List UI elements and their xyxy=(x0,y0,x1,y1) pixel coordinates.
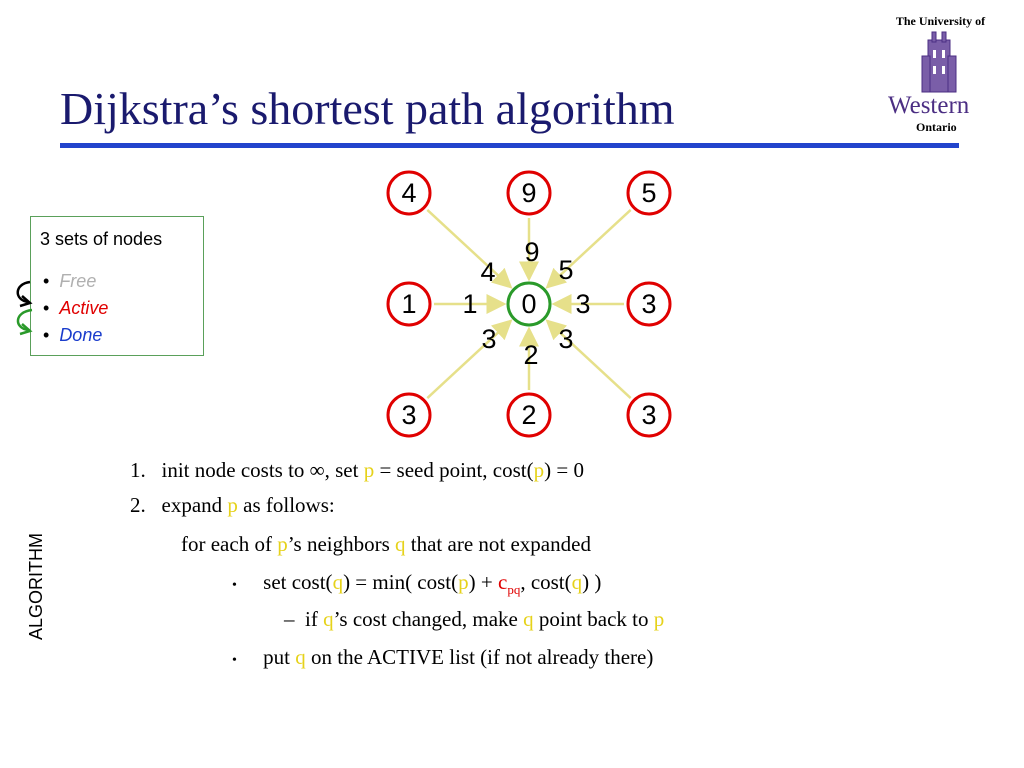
edge-cost-bottom-left: 3 xyxy=(481,324,496,354)
step-text: ’s cost changed, make xyxy=(333,607,524,631)
set-item-active: • Active xyxy=(43,298,108,319)
logo-region: Ontario xyxy=(916,120,957,134)
var-q: q xyxy=(323,607,334,631)
active-to-done-arrow-icon xyxy=(16,308,33,332)
step-text: expand xyxy=(161,493,228,517)
node-center-circle xyxy=(506,281,552,327)
set-item-free: • Free xyxy=(43,271,96,292)
node-bottom-circle xyxy=(506,392,552,438)
step-1: 1. init node costs to ∞, set p = seed po… xyxy=(130,458,584,483)
step-text: ) ) xyxy=(582,570,602,594)
step-number: 2. xyxy=(130,493,146,517)
logo-name: Western xyxy=(888,92,970,119)
free-to-active-arrow-icon xyxy=(16,280,31,304)
set-item-done: • Done xyxy=(43,325,102,346)
step-text: init node costs to ∞, set xyxy=(161,458,364,482)
edge-cost-top-right: 5 xyxy=(558,255,573,285)
step-text: for each of xyxy=(181,532,278,556)
var-q: q xyxy=(523,607,534,631)
node-bottom-right-circle xyxy=(626,392,672,438)
set-label-active: Active xyxy=(59,298,109,318)
node-top-right-value: 5 xyxy=(641,178,656,208)
node-left-value: 1 xyxy=(401,289,416,319)
var-p: p xyxy=(277,532,288,556)
node-top-right-circle xyxy=(626,170,672,216)
edge-bottom-left xyxy=(426,319,513,399)
bullet-icon: • xyxy=(43,325,50,345)
var-q: q xyxy=(332,570,344,594)
step-put-active: • put q on the ACTIVE list (if not alrea… xyxy=(232,645,653,670)
node-top-value: 9 xyxy=(521,178,536,208)
slide-title: Dijkstra’s shortest path algorithm xyxy=(60,83,675,134)
var-p: p xyxy=(363,458,375,482)
bullet-icon: • xyxy=(232,653,237,668)
node-center-value: 0 xyxy=(521,289,536,319)
step-set-cost: • set cost(q) = min( cost(p) + cpq, cost… xyxy=(232,570,601,598)
node-right-value: 3 xyxy=(641,289,656,319)
var-p: p xyxy=(227,493,238,517)
node-bottom-left-value: 3 xyxy=(401,400,416,430)
step-text: ) = 0 xyxy=(544,458,584,482)
node-bottom-left-circle xyxy=(386,392,432,438)
var-q: q xyxy=(295,645,306,669)
var-p: p xyxy=(653,607,665,631)
step-text: set cost( xyxy=(263,570,333,594)
step-text: point back to xyxy=(533,607,654,631)
step-text: that are not expanded xyxy=(405,532,591,556)
edge-cost-top-left: 4 xyxy=(480,257,495,287)
edge-cost-left: 1 xyxy=(462,289,477,319)
node-sets-heading: 3 sets of nodes xyxy=(40,229,163,249)
node-top-circle xyxy=(506,170,552,216)
step-text: ’s neighbors xyxy=(287,532,396,556)
node-right-circle xyxy=(626,281,672,327)
node-bottom-right-value: 3 xyxy=(641,400,656,430)
step-number: 1. xyxy=(130,458,146,482)
step-if-changed: – if q’s cost changed, make q point back… xyxy=(284,607,664,632)
edge-bottom-right xyxy=(545,319,632,399)
edge-cost-bottom-right: 3 xyxy=(558,324,573,354)
set-label-done: Done xyxy=(59,325,103,345)
node-top-left-value: 4 xyxy=(401,178,416,208)
node-bottom-value: 2 xyxy=(521,400,536,430)
var-c: c xyxy=(497,570,508,594)
set-label-free: Free xyxy=(59,271,97,291)
edge-top-right xyxy=(545,209,632,289)
bullet-icon: • xyxy=(232,578,237,593)
node-left-circle xyxy=(386,281,432,327)
node-sets-box: 3 sets of nodes • Free • Active • Done xyxy=(30,216,204,356)
dash-icon: – xyxy=(284,607,295,631)
bullet-icon: • xyxy=(43,271,50,291)
transition-arrows xyxy=(16,280,33,336)
edge-cost-bottom: 2 xyxy=(523,340,538,370)
step-text: if xyxy=(305,607,324,631)
var-c-subscript: pq xyxy=(507,582,521,598)
step-text: , cost( xyxy=(520,570,572,594)
edge-cost-top: 9 xyxy=(524,237,539,267)
tower-icon xyxy=(921,31,957,93)
var-p: p xyxy=(533,458,545,482)
university-logo: The University of Western Ontario xyxy=(878,12,1008,137)
logo-top-text: The University of xyxy=(895,14,986,28)
bullet-icon: • xyxy=(43,298,50,318)
step-2: 2. expand p as follows: xyxy=(130,493,335,518)
step-loop: for each of p’s neighbors q that are not… xyxy=(181,532,591,557)
var-q: q xyxy=(571,570,583,594)
step-text: = seed point, cost( xyxy=(374,458,534,482)
step-text: put xyxy=(263,645,296,669)
title-underline xyxy=(60,143,959,148)
edge-top-left xyxy=(426,209,513,289)
var-p: p xyxy=(458,570,469,594)
step-text: ) = min( cost( xyxy=(343,570,459,594)
node-top-left-circle xyxy=(386,170,432,216)
step-text: as follows: xyxy=(237,493,335,517)
var-q: q xyxy=(395,532,406,556)
step-text: on the ACTIVE list (if not already there… xyxy=(305,645,654,669)
step-text: ) + xyxy=(468,570,498,594)
edge-cost-right: 3 xyxy=(575,289,590,319)
